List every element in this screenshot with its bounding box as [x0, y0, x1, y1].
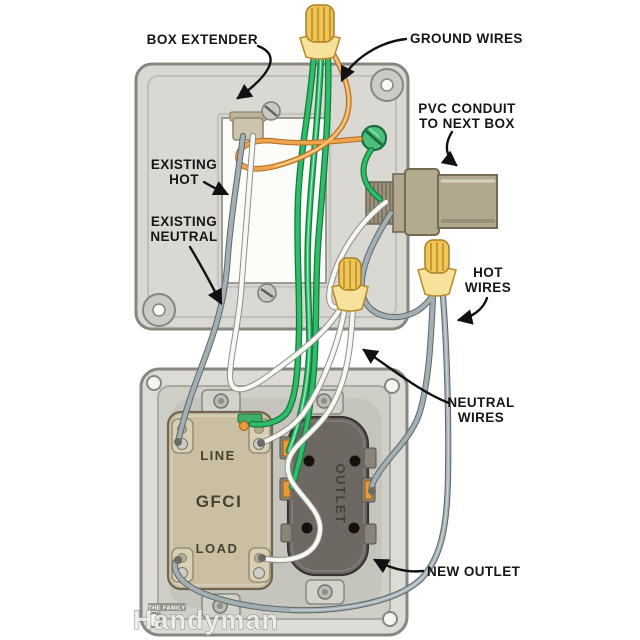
lug-hole: [380, 78, 394, 92]
conduit-body: [437, 174, 498, 229]
gfci-device: LINE GFCI LOAD: [166, 410, 274, 591]
gfci-bevel: [171, 415, 269, 586]
extender-screw-bottom: [257, 283, 277, 303]
new-outlet-device: OUTLET: [279, 415, 377, 577]
ground-wires-label: GROUND WIRES: [410, 31, 523, 46]
hot-wires-label-1: HOT: [473, 265, 503, 280]
existing-hot-label-1: EXISTING: [151, 157, 217, 172]
neutral-wires-label-2: WIRES: [458, 410, 504, 425]
new-outlet-label: NEW OUTLET: [427, 564, 521, 579]
existing-neutral-label-2: NEUTRAL: [150, 229, 217, 244]
existing-hot-arrow: [202, 180, 230, 196]
neutral-wires: [226, 132, 390, 564]
wires: [171, 47, 452, 614]
extender-screw-top: [261, 101, 281, 121]
gfci-line-label: LINE: [200, 448, 236, 463]
watermark: THE FAMILY Handyman: [133, 603, 279, 636]
box-screw-hole: [382, 611, 398, 627]
box-screw-hole: [146, 612, 162, 628]
hot-wires-label-2: WIRES: [465, 280, 511, 295]
box-screw-hole: [146, 375, 162, 391]
lug-hole: [152, 303, 166, 317]
outlet-screw-holes: [301, 455, 361, 534]
gfci-ground-screw: [239, 421, 249, 431]
outlet-label: OUTLET: [333, 464, 348, 525]
callouts: BOX EXTENDER GROUND WIRES PVC CONDUIT TO…: [147, 31, 523, 579]
device-mounting-screws: [212, 393, 333, 614]
box-extender-arrow: [236, 44, 272, 100]
conduit-collar: [404, 168, 440, 236]
existing-neutral-arrow: [188, 245, 223, 306]
ground-wires: [248, 50, 383, 491]
gfci-body: [166, 410, 274, 591]
new-outlet-arrow: [372, 558, 425, 574]
existing-neutral-label-1: EXISTING: [151, 214, 217, 229]
wire-nut-ground: [299, 4, 341, 60]
neutral-wires-arrow: [362, 348, 451, 405]
existing-hot-label-2: HOT: [169, 172, 199, 187]
ground-wires-arrow: [340, 37, 408, 83]
ground-screw: [360, 124, 388, 152]
box-screw-hole: [384, 378, 400, 394]
pvc-conduit-arrow: [440, 130, 458, 167]
gfci-load-label: LOAD: [196, 541, 239, 556]
watermark-brand: Handyman: [133, 605, 279, 635]
pvc-conduit-label-2: TO NEXT BOX: [419, 116, 515, 131]
terminal-connections: [174, 438, 376, 564]
wire-nuts: [299, 4, 457, 312]
wire-nut-neutral: [331, 257, 369, 312]
neutral-wires-label-1: NEUTRAL: [447, 395, 514, 410]
box-extender-label: BOX EXTENDER: [147, 32, 258, 47]
pvc-conduit-label-1: PVC CONDUIT: [418, 101, 516, 116]
watermark-tagline-box: [148, 603, 186, 611]
watermark-tagline: THE FAMILY: [148, 606, 185, 612]
wire-nut-hot: [417, 239, 457, 297]
cable-clamp: [232, 117, 264, 141]
hot-wires-arrow: [456, 296, 489, 325]
gfci-name-label: GFCI: [196, 492, 243, 511]
